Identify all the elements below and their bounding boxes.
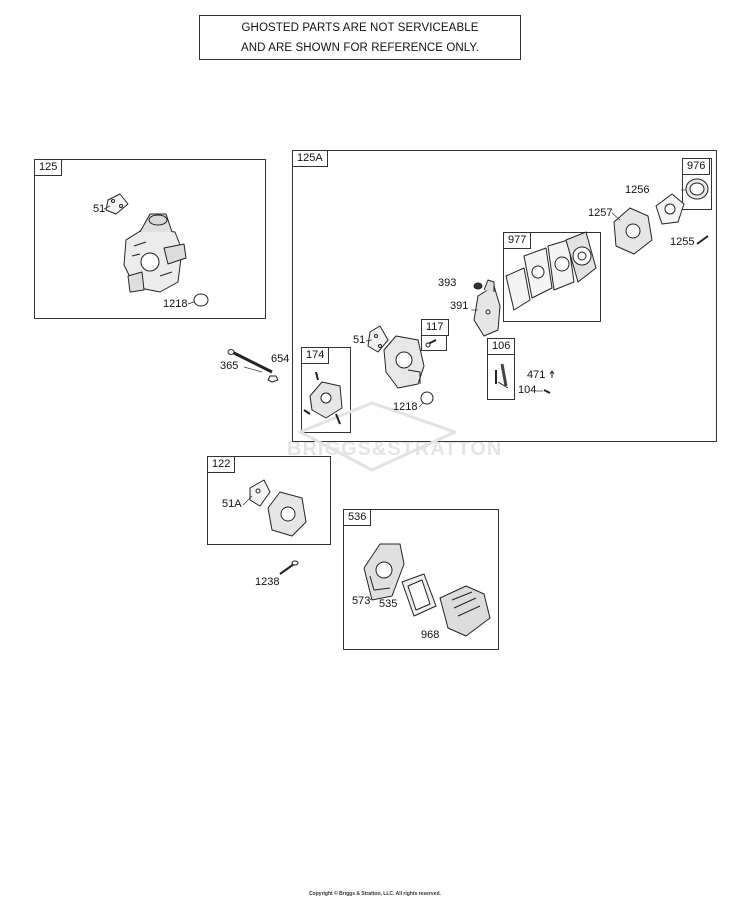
carburetor-body-icon [383, 335, 425, 389]
group-tag-106[interactable]: 106 [487, 338, 516, 355]
group-box-122 [207, 456, 331, 545]
part-label-1256[interactable]: 1256 [625, 184, 650, 196]
part-label-51-b[interactable]: 51 [353, 334, 366, 346]
part-label-51-a[interactable]: 51 [93, 203, 106, 215]
group-tag-125a[interactable]: 125A [292, 150, 328, 167]
check-valve-393-icon [473, 282, 483, 290]
notice-box: GHOSTED PARTS ARE NOT SERVICEABLE AND AR… [199, 15, 521, 60]
part-label-1255[interactable]: 1255 [670, 236, 695, 248]
group-tag-174[interactable]: 174 [301, 347, 330, 364]
spring-471-icon [549, 370, 555, 378]
needle-kit-106-icon [495, 363, 509, 389]
group-tag-117[interactable]: 117 [421, 319, 449, 336]
pin-104-icon [543, 389, 551, 394]
bolt-365-icon [227, 349, 273, 374]
group-tag-977[interactable]: 977 [503, 232, 532, 249]
gasket-51-icon [105, 193, 129, 215]
copyright-text: Copyright © Briggs & Stratton, LLC. All … [309, 891, 441, 897]
nut-654-icon [267, 375, 279, 383]
group-tag-125[interactable]: 125 [34, 159, 63, 176]
part-label-1218-b[interactable]: 1218 [393, 401, 418, 413]
part-label-1218-a[interactable]: 1218 [163, 298, 188, 310]
cover-1257-icon [613, 207, 653, 255]
part-label-535[interactable]: 535 [379, 598, 398, 610]
air-cleaner-cover-968-icon [439, 585, 491, 637]
part-label-391[interactable]: 391 [450, 300, 469, 312]
part-label-573[interactable]: 573 [352, 595, 371, 607]
gasket-1256-icon [655, 193, 685, 225]
group-box-536 [343, 509, 499, 650]
carburetor-assembly-icon [123, 213, 187, 293]
part-label-654[interactable]: 654 [271, 353, 290, 365]
filter-element-535-icon [401, 573, 437, 617]
part-label-393[interactable]: 393 [438, 277, 457, 289]
part-label-365[interactable]: 365 [220, 360, 239, 372]
o-ring-1218-icon [193, 293, 209, 307]
screw-1255-icon [696, 235, 709, 245]
notice-line-1: GHOSTED PARTS ARE NOT SERVICEABLE [241, 22, 479, 34]
part-label-968[interactable]: 968 [421, 629, 440, 641]
gasket-51a-icon [249, 479, 271, 507]
screw-1238-icon [279, 560, 299, 575]
group-tag-976[interactable]: 976 [682, 158, 711, 175]
notice-line-2: AND ARE SHOWN FOR REFERENCE ONLY. [240, 42, 480, 54]
watermark-diamond [298, 401, 457, 472]
air-cleaner-base-573-icon [363, 543, 405, 601]
part-label-1257[interactable]: 1257 [588, 207, 613, 219]
group-tag-536[interactable]: 536 [343, 509, 372, 526]
intake-122-icon [267, 491, 307, 537]
group-box-977 [503, 232, 601, 322]
diaphragm-kit-977-icon [505, 231, 597, 311]
part-label-471[interactable]: 471 [527, 369, 546, 381]
gasket-51-b-icon [367, 325, 389, 353]
part-label-104[interactable]: 104 [518, 384, 537, 396]
group-tag-122[interactable]: 122 [207, 456, 236, 473]
group-box-125a [292, 150, 717, 442]
part-label-51a[interactable]: 51A [222, 498, 242, 510]
pump-cover-174-icon [303, 371, 343, 425]
pump-body-391-icon [473, 279, 501, 337]
part-label-1238[interactable]: 1238 [255, 576, 280, 588]
screw-117-icon [425, 339, 437, 348]
o-ring-1218-b-icon [420, 391, 434, 405]
group-box-125 [34, 159, 266, 319]
